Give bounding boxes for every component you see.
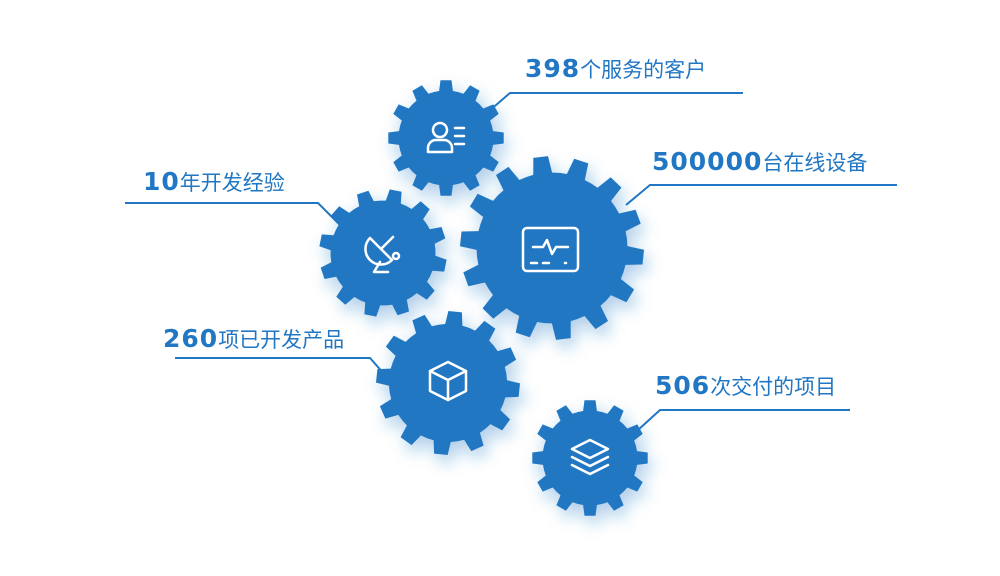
gear-clients: [388, 80, 504, 196]
stat-number: 506: [655, 371, 711, 400]
stat-text: 个服务的客户: [580, 58, 707, 82]
gear-devices: [460, 156, 644, 340]
stat-devices: 500000台在线设备: [652, 147, 867, 177]
leader-line-devices: [625, 184, 897, 206]
leader-line-projects: [637, 409, 850, 431]
stat-number: 10: [143, 167, 180, 196]
stat-text: 年开发经验: [179, 171, 285, 195]
leader-line-experience: [125, 202, 341, 226]
stat-number: 260: [163, 324, 219, 353]
monitor-heartbeat-icon: [521, 226, 580, 273]
stat-experience: 10年开发经验: [143, 167, 285, 197]
gear-experience: [319, 189, 447, 317]
cube-box-icon: [428, 360, 468, 402]
leader-line-products: [175, 357, 386, 376]
leader-lines: [125, 92, 897, 431]
stat-number: 398: [525, 54, 581, 83]
stat-products: 260项已开发产品: [163, 324, 344, 354]
stat-text: 次交付的项目: [710, 375, 837, 399]
stat-projects: 506次交付的项目: [655, 371, 836, 401]
stat-text: 台在线设备: [762, 151, 868, 175]
layers-icon: [570, 438, 610, 476]
user-list-icon: [426, 121, 466, 154]
stat-text: 项已开发产品: [218, 328, 345, 352]
stat-number: 500000: [652, 147, 763, 176]
stat-clients: 398个服务的客户: [525, 54, 706, 84]
satellite-dish-icon: [364, 235, 401, 274]
leader-line-clients: [487, 92, 743, 113]
